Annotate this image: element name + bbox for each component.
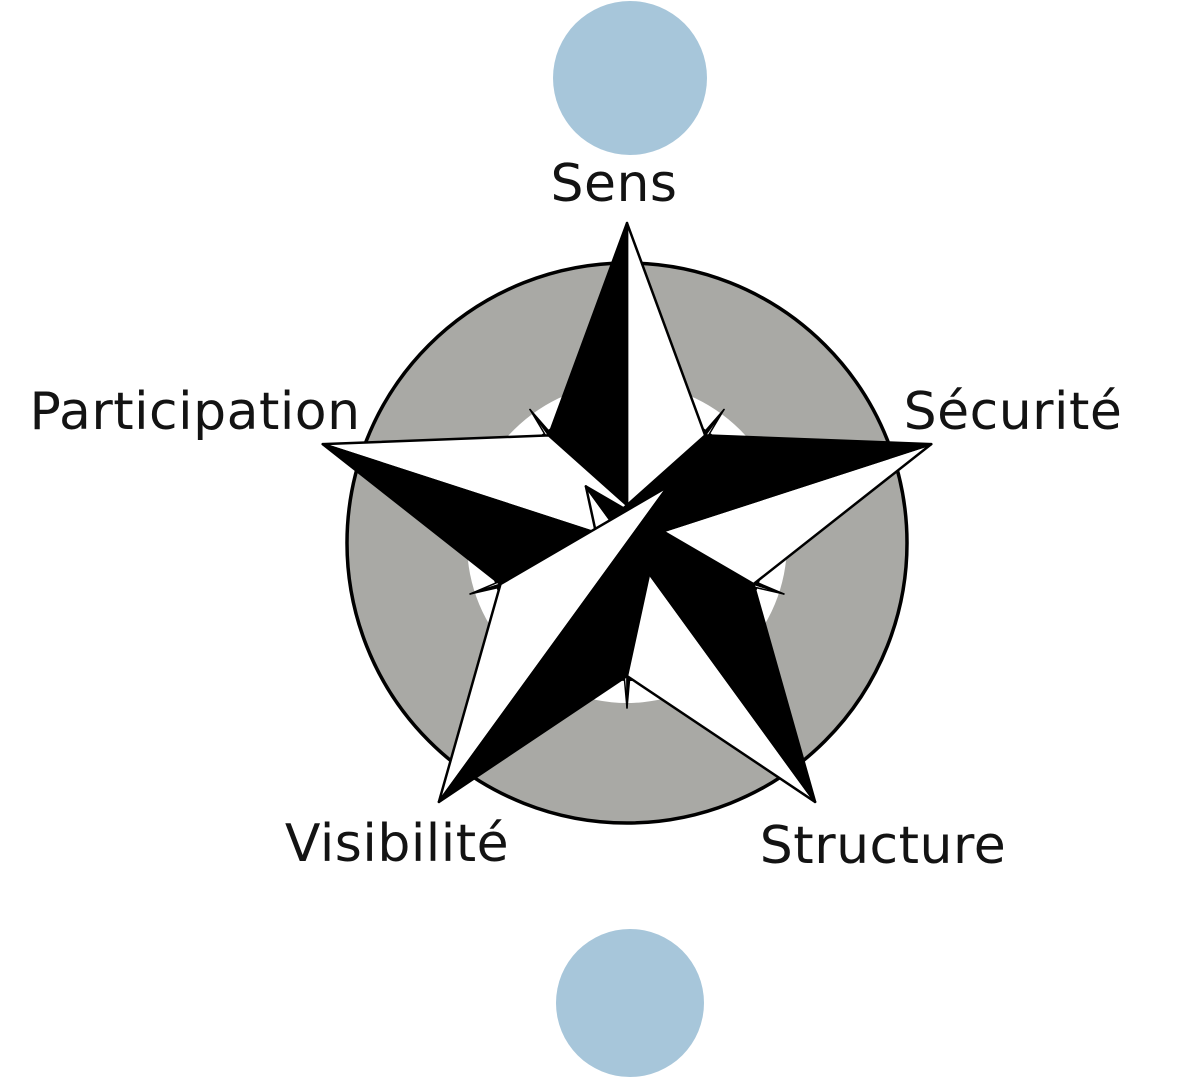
label-securite: Sécurité [903, 382, 1123, 442]
top-blue-dot-icon [553, 1, 707, 155]
bottom-blue-dot-icon [556, 929, 704, 1077]
label-structure: Structure [759, 816, 1007, 876]
label-sens: Sens [550, 154, 678, 214]
compass-major-points [321, 221, 933, 804]
label-participation: Participation [29, 382, 361, 442]
arm-southeast-black [584, 485, 817, 804]
label-visibilite: Visibilité [284, 814, 510, 874]
arm-southwest-black [437, 485, 670, 804]
